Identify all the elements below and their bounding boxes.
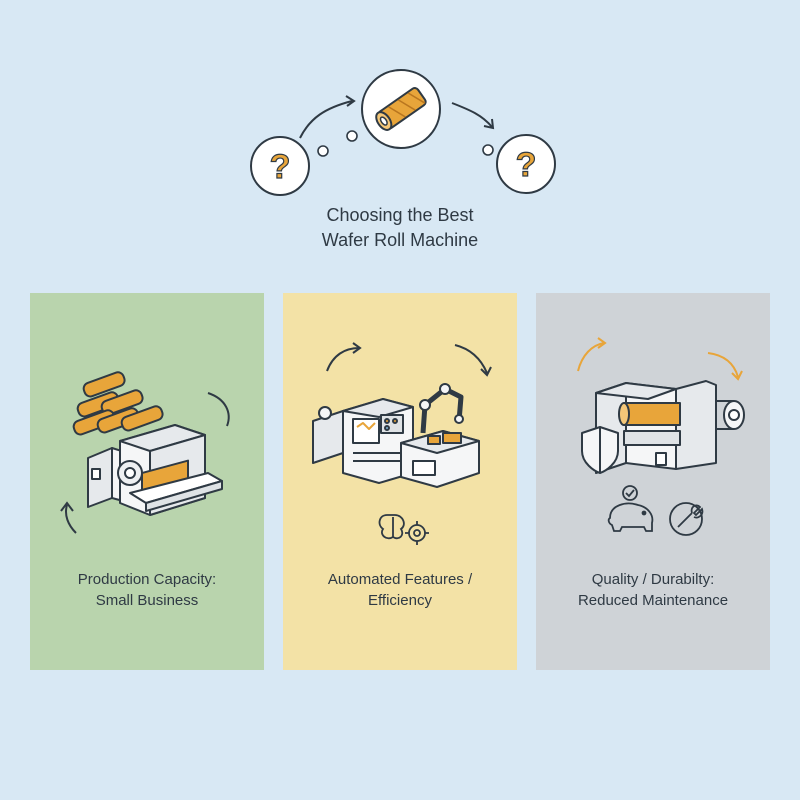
question-glyph-left: ? xyxy=(270,148,291,186)
caption-line-1: Automated Features / xyxy=(327,571,473,588)
wafer-roll-icon xyxy=(361,69,441,149)
caption-line-2: Reduced Maintenance xyxy=(577,592,729,609)
caption-line-2: Efficiency xyxy=(368,592,432,609)
question-glyph-right: ? xyxy=(516,146,537,184)
question-icon-left xyxy=(250,136,310,196)
curved-arrow-right xyxy=(451,102,493,128)
title-line-2: Wafer Roll Machine xyxy=(321,230,479,250)
question-icon-right xyxy=(496,134,556,194)
caption-line-1: Quality / Durabilty: xyxy=(591,571,715,588)
compact-wafer-machine-icon xyxy=(60,371,230,534)
card-automation: Automated Features / Efficiency xyxy=(283,293,517,670)
caption-line-1: Production Capacity: xyxy=(77,571,217,588)
caption-line-2: Small Business xyxy=(95,592,199,609)
card-caption: Quality / Durabilty: Reduced Maintenance xyxy=(536,569,770,611)
card-durability: Quality / Durabilty: Reduced Maintenance xyxy=(536,293,770,670)
automated-production-line-icon xyxy=(312,342,492,545)
card-production-capacity: Production Capacity: Small Business xyxy=(30,293,264,670)
page-title: Choosing the Best Wafer Roll Machine xyxy=(0,203,800,253)
curved-arrow-left xyxy=(299,100,353,139)
durable-roller-machine-icon xyxy=(577,337,745,536)
title-line-1: Choosing the Best xyxy=(326,205,474,225)
header-illustration: ? ? xyxy=(250,69,556,196)
card-caption: Production Capacity: Small Business xyxy=(30,569,264,611)
card-caption: Automated Features / Efficiency xyxy=(283,569,517,611)
